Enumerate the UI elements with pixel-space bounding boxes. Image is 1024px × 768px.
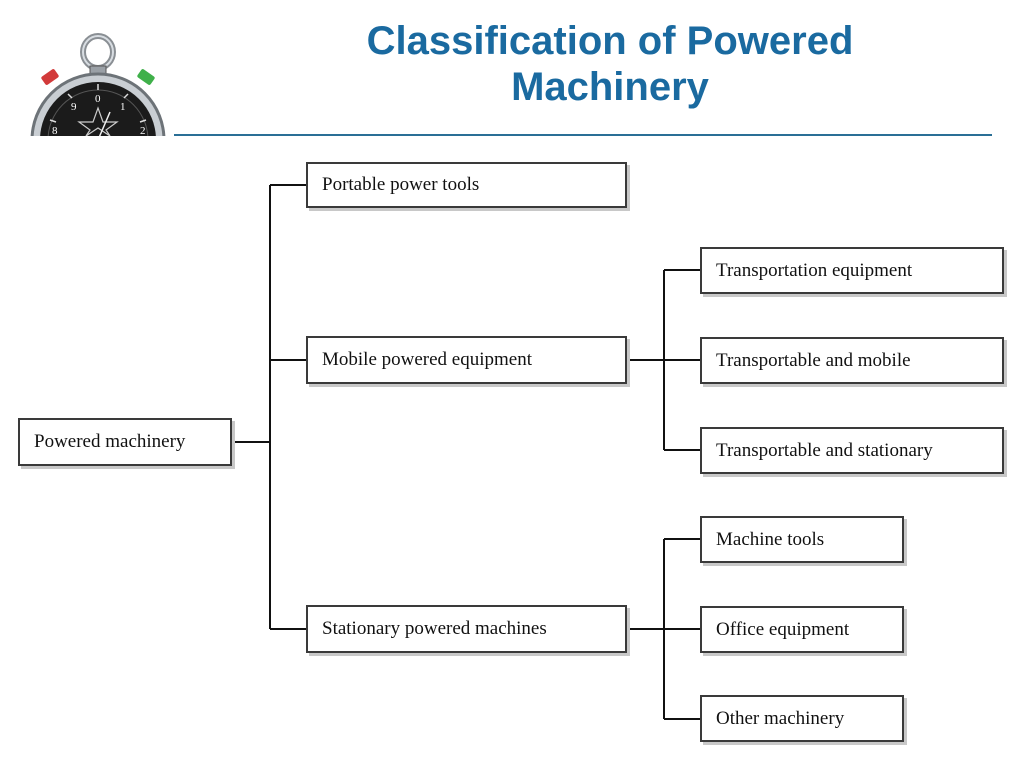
dial-number-8: 8 (52, 125, 58, 136)
dial-number-1: 1 (120, 101, 126, 113)
title-divider (174, 134, 992, 136)
node-other-machinery: Other machinery (700, 695, 904, 742)
node-transportable-and-stationary: Transportable and stationary (700, 427, 1004, 474)
node-transportable-and-mobile: Transportable and mobile (700, 337, 1004, 384)
dial-number-0: 0 (95, 93, 101, 105)
node-transportation-equipment: Transportation equipment (700, 247, 1004, 294)
title-line-1: Classification of Powered (366, 19, 854, 63)
node-office-equipment: Office equipment (700, 606, 904, 653)
stopwatch-icon: 9 0 1 8 2 (22, 22, 172, 136)
dial-number-9: 9 (71, 101, 77, 113)
node-machine-tools: Machine tools (700, 516, 904, 563)
node-stationary-powered-machines: Stationary powered machines (306, 605, 627, 653)
slide-title: Classification of Powered Machinery (250, 18, 970, 110)
node-mobile-powered-equipment: Mobile powered equipment (306, 336, 627, 384)
dial-number-2: 2 (140, 125, 146, 136)
title-line-2: Machinery (511, 65, 709, 109)
node-powered-machinery: Powered machinery (18, 418, 232, 466)
node-portable-power-tools: Portable power tools (306, 162, 627, 208)
